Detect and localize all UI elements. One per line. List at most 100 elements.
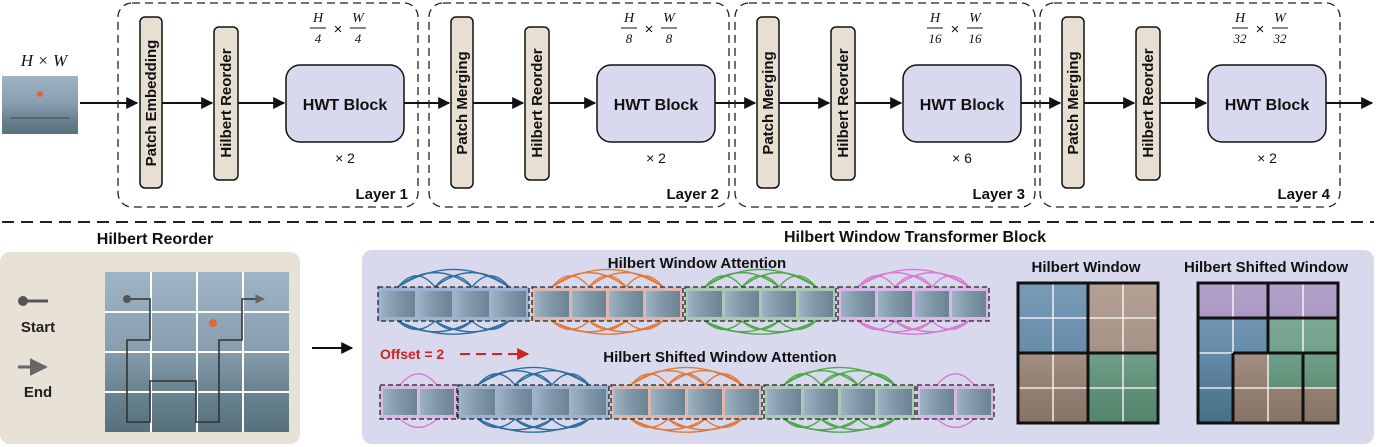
frac-h-div: 16 <box>929 31 943 46</box>
attention-arc <box>778 320 817 331</box>
frac-w: W <box>1274 11 1287 26</box>
attention-arc <box>399 373 438 386</box>
layer-frame <box>1039 2 1341 208</box>
attention-arc <box>477 369 553 386</box>
attention-arc <box>514 418 590 431</box>
frac-times: × <box>334 21 343 38</box>
attention-arc <box>936 418 975 429</box>
token-patch <box>572 389 606 415</box>
reorder-box-label: Hilbert Reorder <box>1140 48 1157 157</box>
attention-arc <box>820 369 896 386</box>
patch-box-label: Patch Merging <box>1065 51 1082 154</box>
attention-arc <box>741 320 817 333</box>
token-patch <box>799 291 833 317</box>
attention-arc <box>551 268 664 288</box>
hwt-block-label: HWT Block <box>920 97 1005 114</box>
start-marker-icon <box>18 296 28 306</box>
window-label: Hilbert Window <box>1031 259 1140 276</box>
attention-arc <box>625 320 664 331</box>
patch-box-label: Patch Merging <box>454 51 471 154</box>
attention-arc <box>778 275 817 288</box>
attention-arc <box>820 418 896 431</box>
frac-h: H <box>929 11 941 26</box>
attention-arc <box>551 271 627 288</box>
attention-arc <box>857 268 970 288</box>
token-patch <box>646 291 680 317</box>
attention-arc <box>894 320 970 333</box>
attention-arc <box>625 275 664 288</box>
layer-frame <box>428 2 730 208</box>
frac-w: W <box>969 11 982 26</box>
token-patch <box>841 291 875 317</box>
token-patch <box>461 389 495 415</box>
attention-arc <box>704 268 817 288</box>
legend-start: Start <box>21 319 55 336</box>
reorder-box-label: Hilbert Reorder <box>835 48 852 157</box>
token-patch <box>725 389 759 415</box>
token-patch <box>688 291 722 317</box>
frac-w-div: 8 <box>666 31 673 46</box>
reorder-panel-title: Hilbert Reorder <box>97 231 213 248</box>
frac-h-div: 8 <box>626 31 633 46</box>
attention-arc <box>434 271 510 288</box>
attention-arc <box>514 369 590 386</box>
token-patch <box>878 389 912 415</box>
frac-w-div: 32 <box>1273 31 1288 46</box>
attention-arc <box>630 369 706 386</box>
attention-arc <box>477 366 590 386</box>
offset-label: Offset = 2 <box>380 346 444 362</box>
token-patch <box>762 291 796 317</box>
token-patch <box>920 389 954 415</box>
legend-end: End <box>24 384 52 401</box>
window-group <box>379 384 458 420</box>
token-patch <box>420 389 454 415</box>
attention-arc <box>397 268 510 288</box>
attention-arc <box>667 369 743 386</box>
token-patch <box>383 389 417 415</box>
hilbert-reorder-panel: Hilbert Reorder Start End <box>0 231 300 444</box>
attention-arc <box>783 418 896 433</box>
window-group <box>377 286 530 322</box>
attention-arc <box>704 373 743 386</box>
attention-arc <box>741 271 817 288</box>
attention-arc <box>783 366 896 386</box>
hwt-block-label: HWT Block <box>303 97 388 114</box>
shifted-window-label: Hilbert Shifted Window <box>1184 259 1348 276</box>
window-group <box>837 286 990 322</box>
token-patch <box>572 291 606 317</box>
token-patch <box>614 389 648 415</box>
frac-h-div: 32 <box>1233 31 1248 46</box>
token-patch <box>609 291 643 317</box>
token-patch <box>418 291 452 317</box>
token-patch <box>957 389 991 415</box>
attention-arc <box>931 320 970 331</box>
attention-arc <box>857 418 896 429</box>
attention-arc <box>399 418 438 429</box>
token-patch <box>492 291 526 317</box>
token-patch <box>455 291 489 317</box>
attention-label: Hilbert Window Attention <box>608 255 786 272</box>
frac-times: × <box>951 21 960 38</box>
shifted-window-attention-sequence <box>379 366 995 433</box>
repeat-count: × 2 <box>1257 150 1277 166</box>
hilbert-curve-path <box>126 294 265 423</box>
hwt-panel-title: Hilbert Window Transformer Block <box>784 229 1046 246</box>
patch-box-label: Patch Embedding <box>143 40 160 167</box>
token-patch <box>498 389 532 415</box>
window-group <box>763 384 916 420</box>
attention-arc <box>704 320 817 335</box>
hilbert-shifted-window-grid <box>1196 281 1340 425</box>
frac-w: W <box>352 11 365 26</box>
token-patch <box>915 291 949 317</box>
token-patch <box>804 389 838 415</box>
input-image <box>2 76 78 134</box>
attention-arc <box>783 369 859 386</box>
frac-h-div: 4 <box>315 31 322 46</box>
hwt-block-label: HWT Block <box>1225 97 1310 114</box>
input-image-group: H × W <box>2 51 78 134</box>
attention-arc <box>471 275 510 288</box>
attention-arc <box>588 271 664 288</box>
attention-arc <box>936 373 975 386</box>
